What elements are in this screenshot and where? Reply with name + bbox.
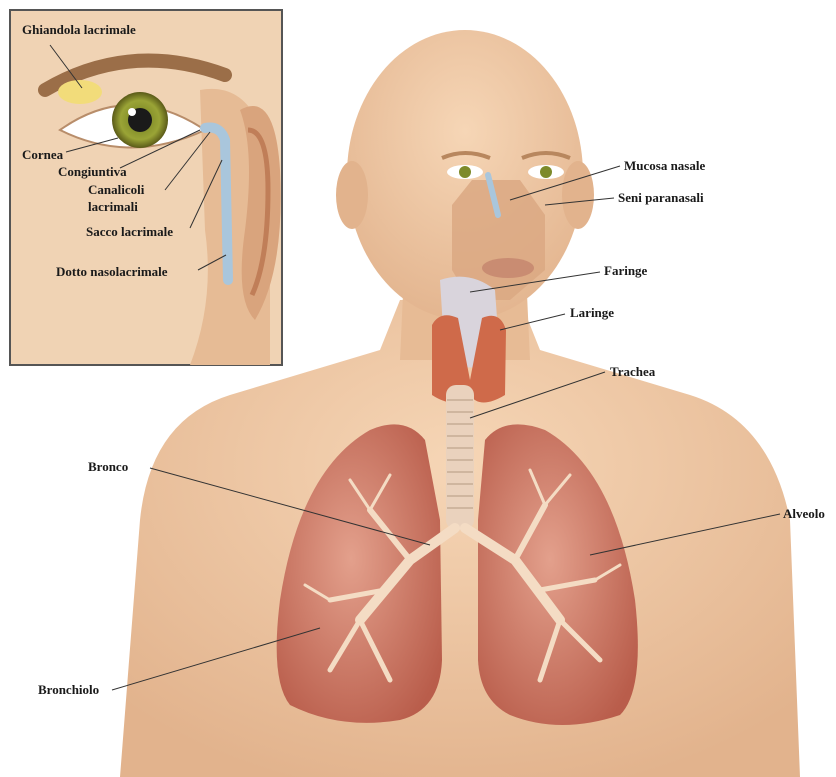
- left-ear: [562, 161, 594, 229]
- label-alveolo: Alveolo: [783, 506, 825, 521]
- iris-right: [459, 166, 471, 178]
- label-mucosa-nasale: Mucosa nasale: [624, 158, 705, 173]
- label-congiuntiva: Congiuntiva: [58, 164, 127, 179]
- label-dotto-nasolacrimale: Dotto nasolacrimale: [56, 264, 168, 279]
- label-sacco-lacrimale: Sacco lacrimale: [86, 224, 173, 239]
- right-ear: [336, 161, 368, 229]
- label-faringe: Faringe: [604, 263, 647, 278]
- label-canalicoli-line2: lacrimali: [88, 199, 138, 214]
- eye-inset: [10, 10, 282, 365]
- label-seni-paranasali: Seni paranasali: [618, 190, 704, 205]
- lacrimal-gland: [58, 80, 102, 104]
- mouth: [482, 258, 534, 278]
- label-ghiandola-lacrimale: Ghiandola lacrimale: [22, 22, 136, 37]
- inset-highlight: [128, 108, 136, 116]
- label-cornea: Cornea: [22, 147, 63, 162]
- label-canalicoli-line1: Canalicoli: [88, 182, 144, 197]
- label-laringe: Laringe: [570, 305, 614, 320]
- label-bronco: Bronco: [88, 459, 128, 474]
- iris-left: [540, 166, 552, 178]
- label-bronchiolo: Bronchiolo: [38, 682, 99, 697]
- label-trachea: Trachea: [610, 364, 655, 379]
